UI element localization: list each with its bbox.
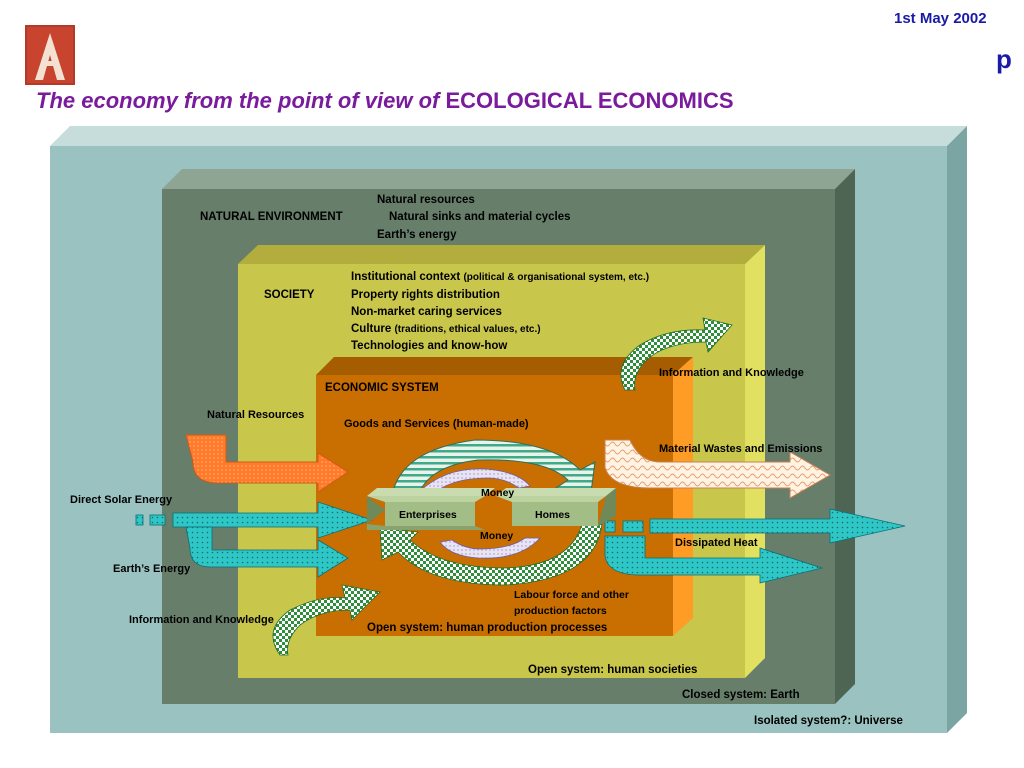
production-factors-label: production factors (514, 605, 607, 617)
info-knowledge-left-label: Information and Knowledge (129, 614, 274, 626)
material-wastes-label: Material Wastes and Emissions (659, 443, 823, 455)
society-item-caring: Non-market caring services (351, 306, 502, 318)
info-knowledge-arrow-left (272, 584, 381, 656)
money-label-bottom: Money (480, 530, 514, 542)
earths-energy-arrow (185, 526, 349, 578)
society-item-technologies: Technologies and know-how (351, 340, 508, 352)
solar-dash-2 (149, 514, 166, 526)
society-label: SOCIETY (264, 289, 315, 301)
society-item-property: Property rights distribution (351, 289, 500, 301)
page-marker: p (996, 44, 1012, 74)
dissipated-heat-label: Dissipated Heat (675, 537, 758, 549)
closed-earth-label: Closed system: Earth (682, 689, 800, 701)
goods-services-label: Goods and Services (human-made) (344, 418, 529, 430)
title-caps: ECOLOGICAL ECONOMICS (445, 88, 734, 113)
society-item-culture: Culture (traditions, ethical values, etc… (351, 323, 541, 335)
heat-dash-2 (622, 520, 644, 533)
info-knowledge-arrow-right (620, 317, 733, 391)
env-item-resources: Natural resources (377, 194, 475, 206)
enterprises-label: Enterprises (399, 509, 457, 521)
dissipated-heat-arrow-2 (604, 535, 824, 584)
economic-system-label: ECONOMIC SYSTEM (325, 382, 439, 394)
solar-dash-1 (135, 514, 144, 526)
env-item-sinks: Natural sinks and material cycles (389, 211, 571, 223)
open-production-label: Open system: human production processes (367, 622, 608, 634)
direct-solar-label: Direct Solar Energy (70, 494, 173, 506)
homes-label: Homes (535, 509, 571, 521)
info-knowledge-right-label: Information and Knowledge (659, 367, 804, 379)
isolated-universe-label: Isolated system?: Universe (754, 715, 903, 727)
open-societies-label: Open system: human societies (528, 664, 698, 676)
homes-block (496, 488, 616, 526)
money-arrow-top (418, 468, 531, 492)
natural-resources-label: Natural Resources (207, 409, 305, 421)
date-label: 1st May 2002 (894, 10, 987, 27)
env-item-energy: Earth’s energy (377, 229, 457, 241)
money-arrow-bottom (439, 537, 541, 559)
society-item-institutional: Institutional context (political & organ… (351, 271, 650, 283)
natural-environment-label: NATURAL ENVIRONMENT (200, 211, 343, 223)
logo-icon (25, 25, 75, 85)
title-italic: The economy from the point of view of (36, 88, 440, 113)
goods-services-arrow (391, 439, 596, 501)
money-label-top: Money (481, 487, 515, 499)
heat-dash-1 (604, 520, 616, 533)
material-wastes-arrow (604, 439, 832, 499)
earths-energy-label: Earth’s Energy (113, 563, 191, 575)
page-title: The economy from the point of view of EC… (36, 88, 734, 114)
natural-resources-arrow (185, 434, 349, 493)
enterprises-block (367, 488, 495, 530)
labour-force-label: Labour force and other (514, 589, 629, 601)
dissipated-heat-arrow-1 (649, 508, 906, 544)
